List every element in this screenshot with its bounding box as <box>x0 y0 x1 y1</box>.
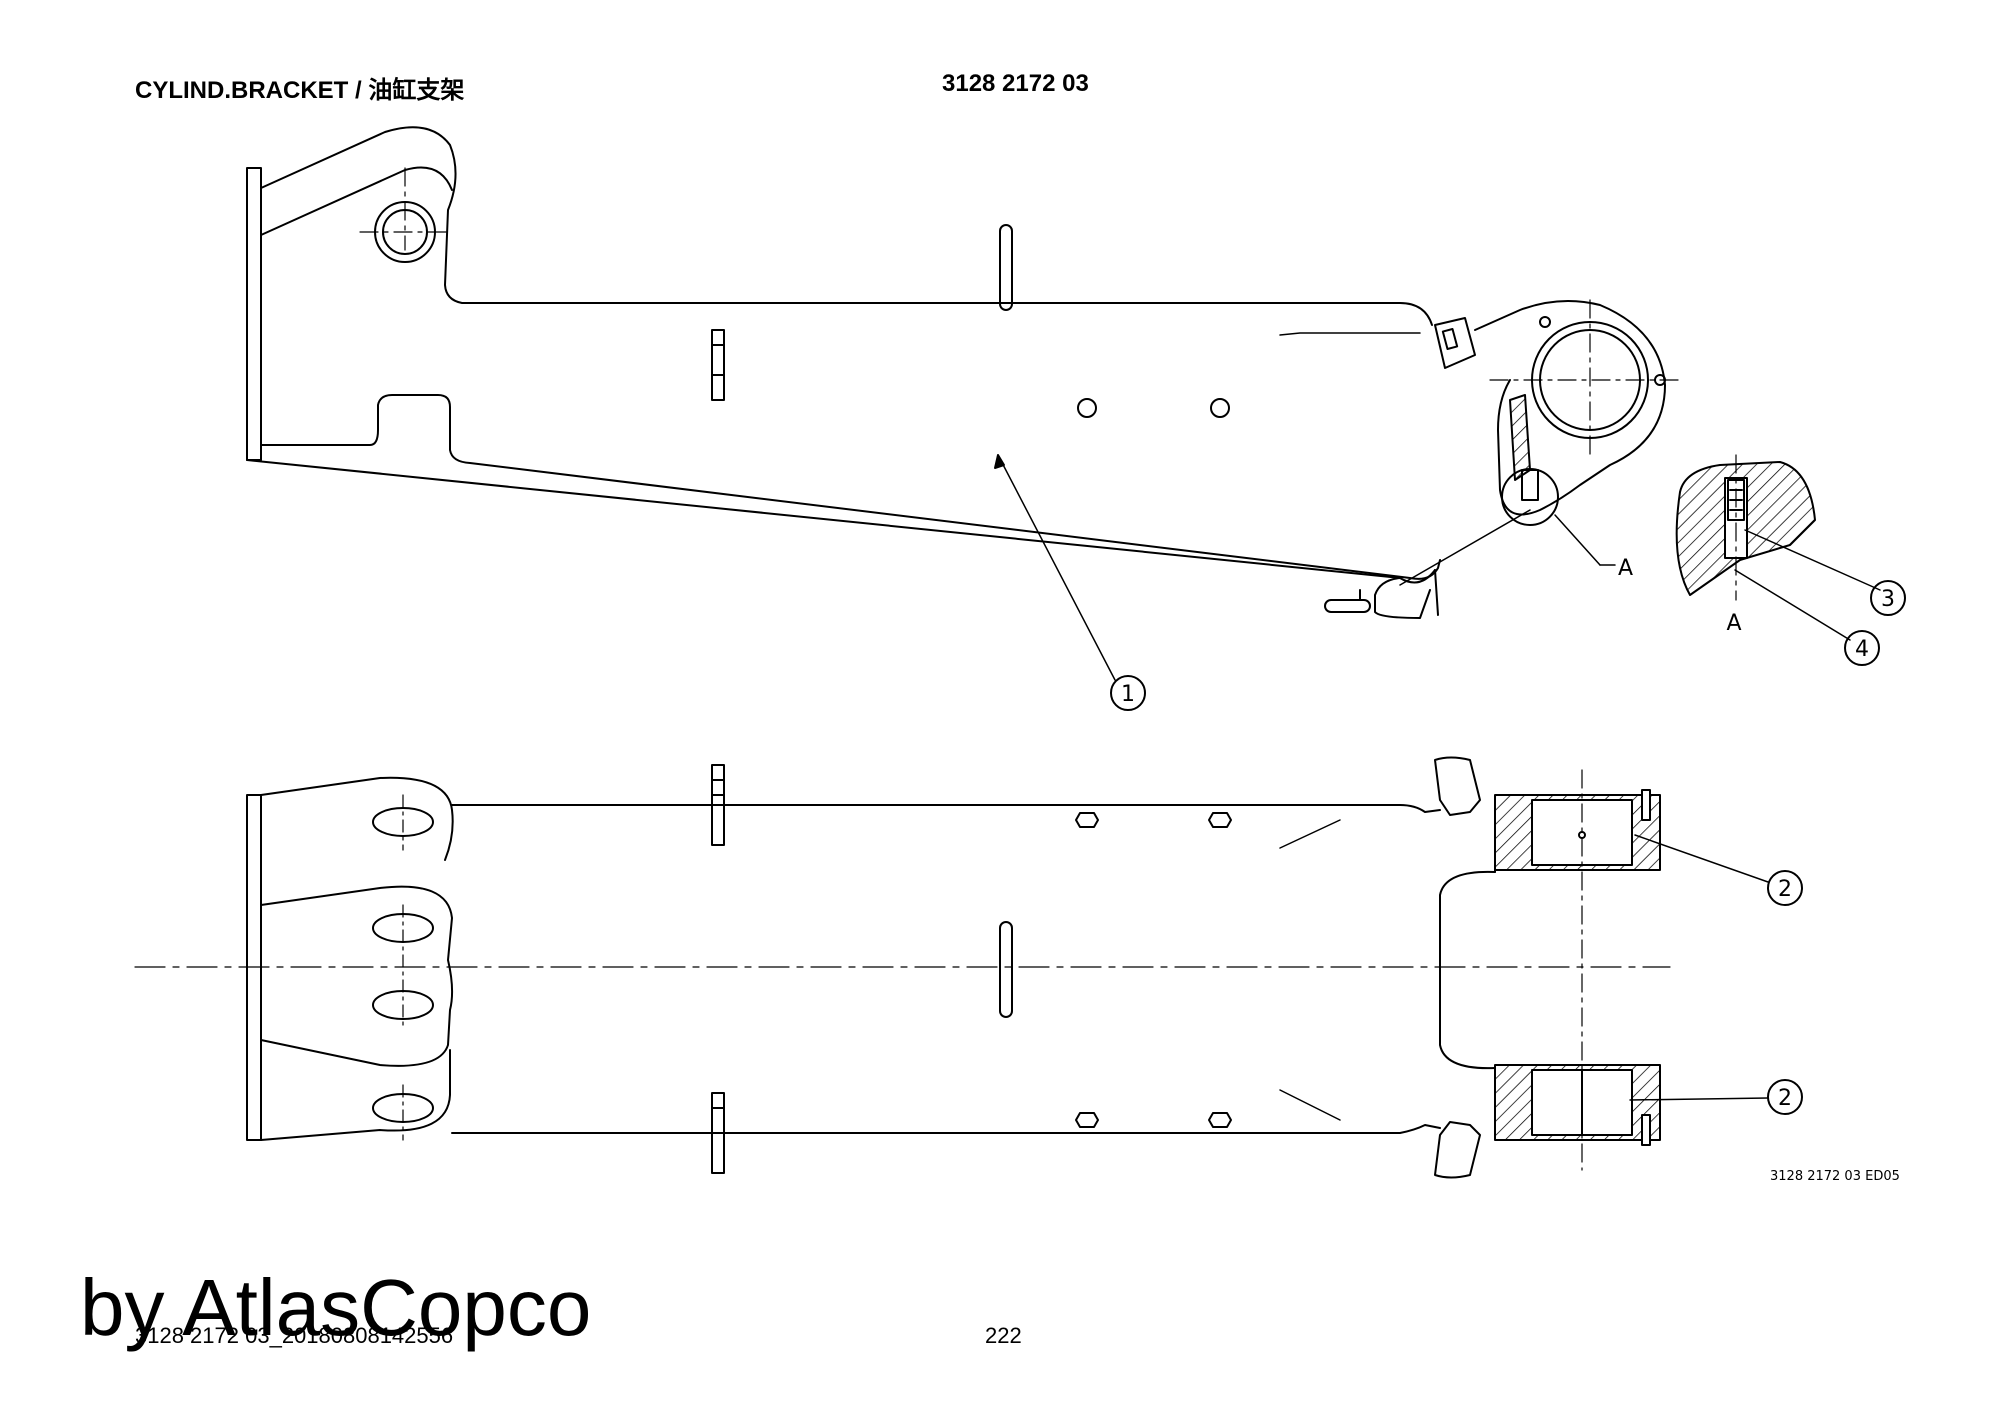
part-number: 3128 2172 03 <box>942 70 1089 97</box>
callout-2-label: 2 <box>1778 1086 1792 1111</box>
top-upper-rail <box>451 804 1441 813</box>
side-bearing-housing <box>1474 300 1666 516</box>
file-id: 3128 2172 03_20180808142556 <box>135 1323 454 1348</box>
side-bottom-edge <box>246 459 1436 584</box>
top-yoke <box>1439 870 1496 1070</box>
top-bushing-lower <box>1494 1064 1661 1146</box>
top-mounting-plate <box>246 794 262 1141</box>
detail-label: A <box>1726 611 1741 636</box>
top-wedge-block <box>1434 1121 1481 1179</box>
top-lower-rail <box>451 1124 1441 1134</box>
callout-1-label: 1 <box>1121 682 1135 707</box>
callout-3-label: 3 <box>1881 587 1895 612</box>
top-view <box>134 756 1769 1179</box>
detail-a-view <box>1675 454 1881 641</box>
top-wedge-block <box>1434 756 1481 816</box>
top-bolt <box>1208 812 1232 828</box>
side-bolt <box>1210 398 1230 418</box>
top-cross-plate <box>711 764 725 846</box>
side-wedge-block <box>1434 317 1476 369</box>
top-bushing-upper <box>1494 789 1661 871</box>
callout-2-label: 2 <box>1778 877 1792 902</box>
callout-3: 3 <box>1870 580 1906 616</box>
callout-4: 4 <box>1844 630 1880 666</box>
page-number: 222 <box>985 1323 1022 1348</box>
top-center-slot <box>999 921 1013 1018</box>
top-lug-upper <box>260 776 454 861</box>
top-cross-plate <box>711 1092 725 1174</box>
side-small-plate <box>711 329 725 401</box>
callout-4-label: 4 <box>1855 637 1869 662</box>
top-lug-middle <box>260 885 454 1067</box>
side-view <box>246 126 1681 681</box>
brand-watermark: by AtlasCopco <box>80 1263 592 1352</box>
callout-2-lower: 2 <box>1767 1079 1803 1115</box>
side-mounting-plate <box>246 167 262 461</box>
top-bolt <box>1075 812 1099 828</box>
side-foot <box>1374 577 1431 619</box>
section-label: A <box>1618 556 1633 581</box>
side-slot <box>999 224 1013 311</box>
detail-circle <box>1501 468 1559 526</box>
top-lug-lower <box>260 1049 451 1141</box>
side-bolt <box>1077 398 1097 418</box>
side-lower-profile <box>260 394 1441 580</box>
callout-2-upper: 2 <box>1767 870 1803 906</box>
side-foot-tab <box>1324 599 1371 613</box>
side-gusset-inner <box>260 166 453 236</box>
callout-1: 1 <box>1110 675 1146 711</box>
side-upper-profile <box>260 126 1433 326</box>
drawing-reference: 3128 2172 03 ED05 <box>1770 1169 1900 1184</box>
top-bolt <box>1208 1112 1232 1128</box>
top-bolt <box>1075 1112 1099 1128</box>
drawing-title: CYLIND.BRACKET / 油缸支架 <box>135 77 465 104</box>
top-lug-hole <box>372 807 434 837</box>
